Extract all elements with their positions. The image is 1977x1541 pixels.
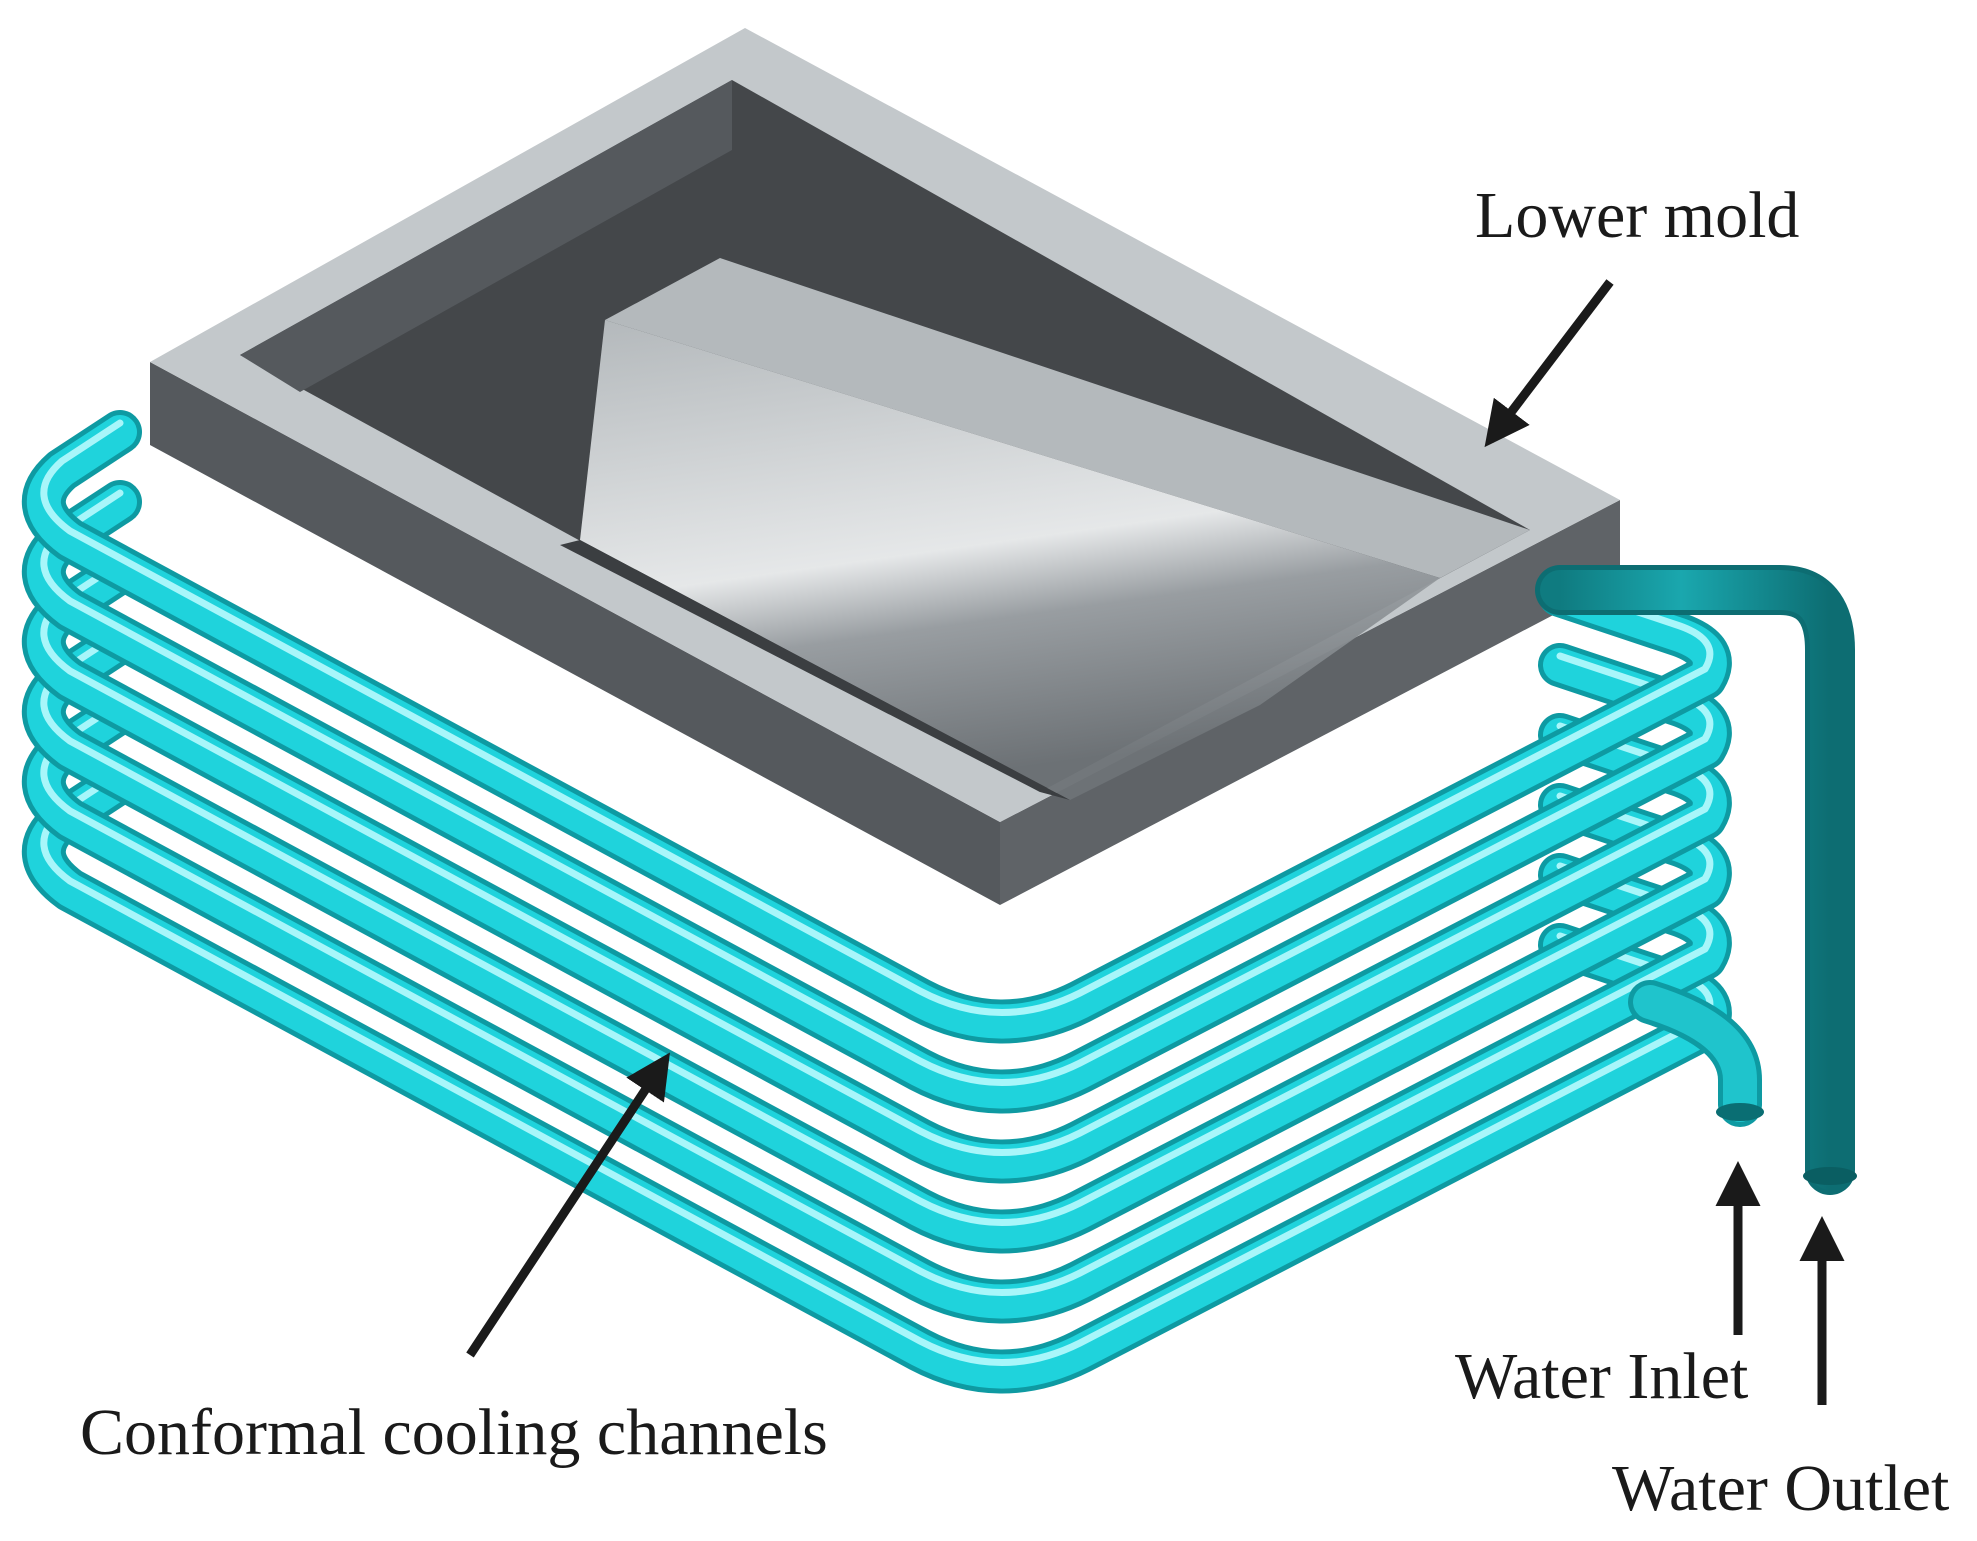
channel-highlight [40,629,1714,1226]
water-outlet-label: Water Outlet [1612,1452,1950,1525]
water-outlet-opening [1803,1167,1857,1185]
lower-mold-arrow [1484,279,1614,448]
lower-mold [150,28,1620,905]
cooling-channel-loop [22,410,1732,1044]
conformal-cooling-channels [22,410,1732,1394]
mold-core-face [580,320,1440,800]
cooling-channel-loop [22,550,1732,1184]
water-inlet-label: Water Inlet [1455,1340,1749,1413]
channel-highlight [40,559,1714,1156]
water-inlet-opening [1716,1103,1764,1121]
cooling-channels-arrow [466,1052,670,1358]
channel-highlight [40,769,1714,1366]
channel-highlight [40,419,1714,1016]
cooling-channel-loop [22,620,1732,1254]
mold-cavity-back-wall [240,80,732,392]
cooling-channels-label: Conformal cooling channels [80,1396,828,1469]
lower-mold-label: Lower mold [1475,179,1800,252]
mold-core-shadow [560,540,1070,800]
mold-core-top [605,258,1530,578]
cooling-channel-loop [22,690,1732,1324]
channel-highlight [40,489,1714,1086]
water-outlet-pipe [1535,565,1857,1195]
water-inlet-pipe [1628,980,1764,1127]
mold-left-wall [150,362,1000,905]
mold-right-wall [1000,500,1620,905]
channel-highlight [40,699,1714,1296]
cooling-channel-loop [22,480,1732,1114]
